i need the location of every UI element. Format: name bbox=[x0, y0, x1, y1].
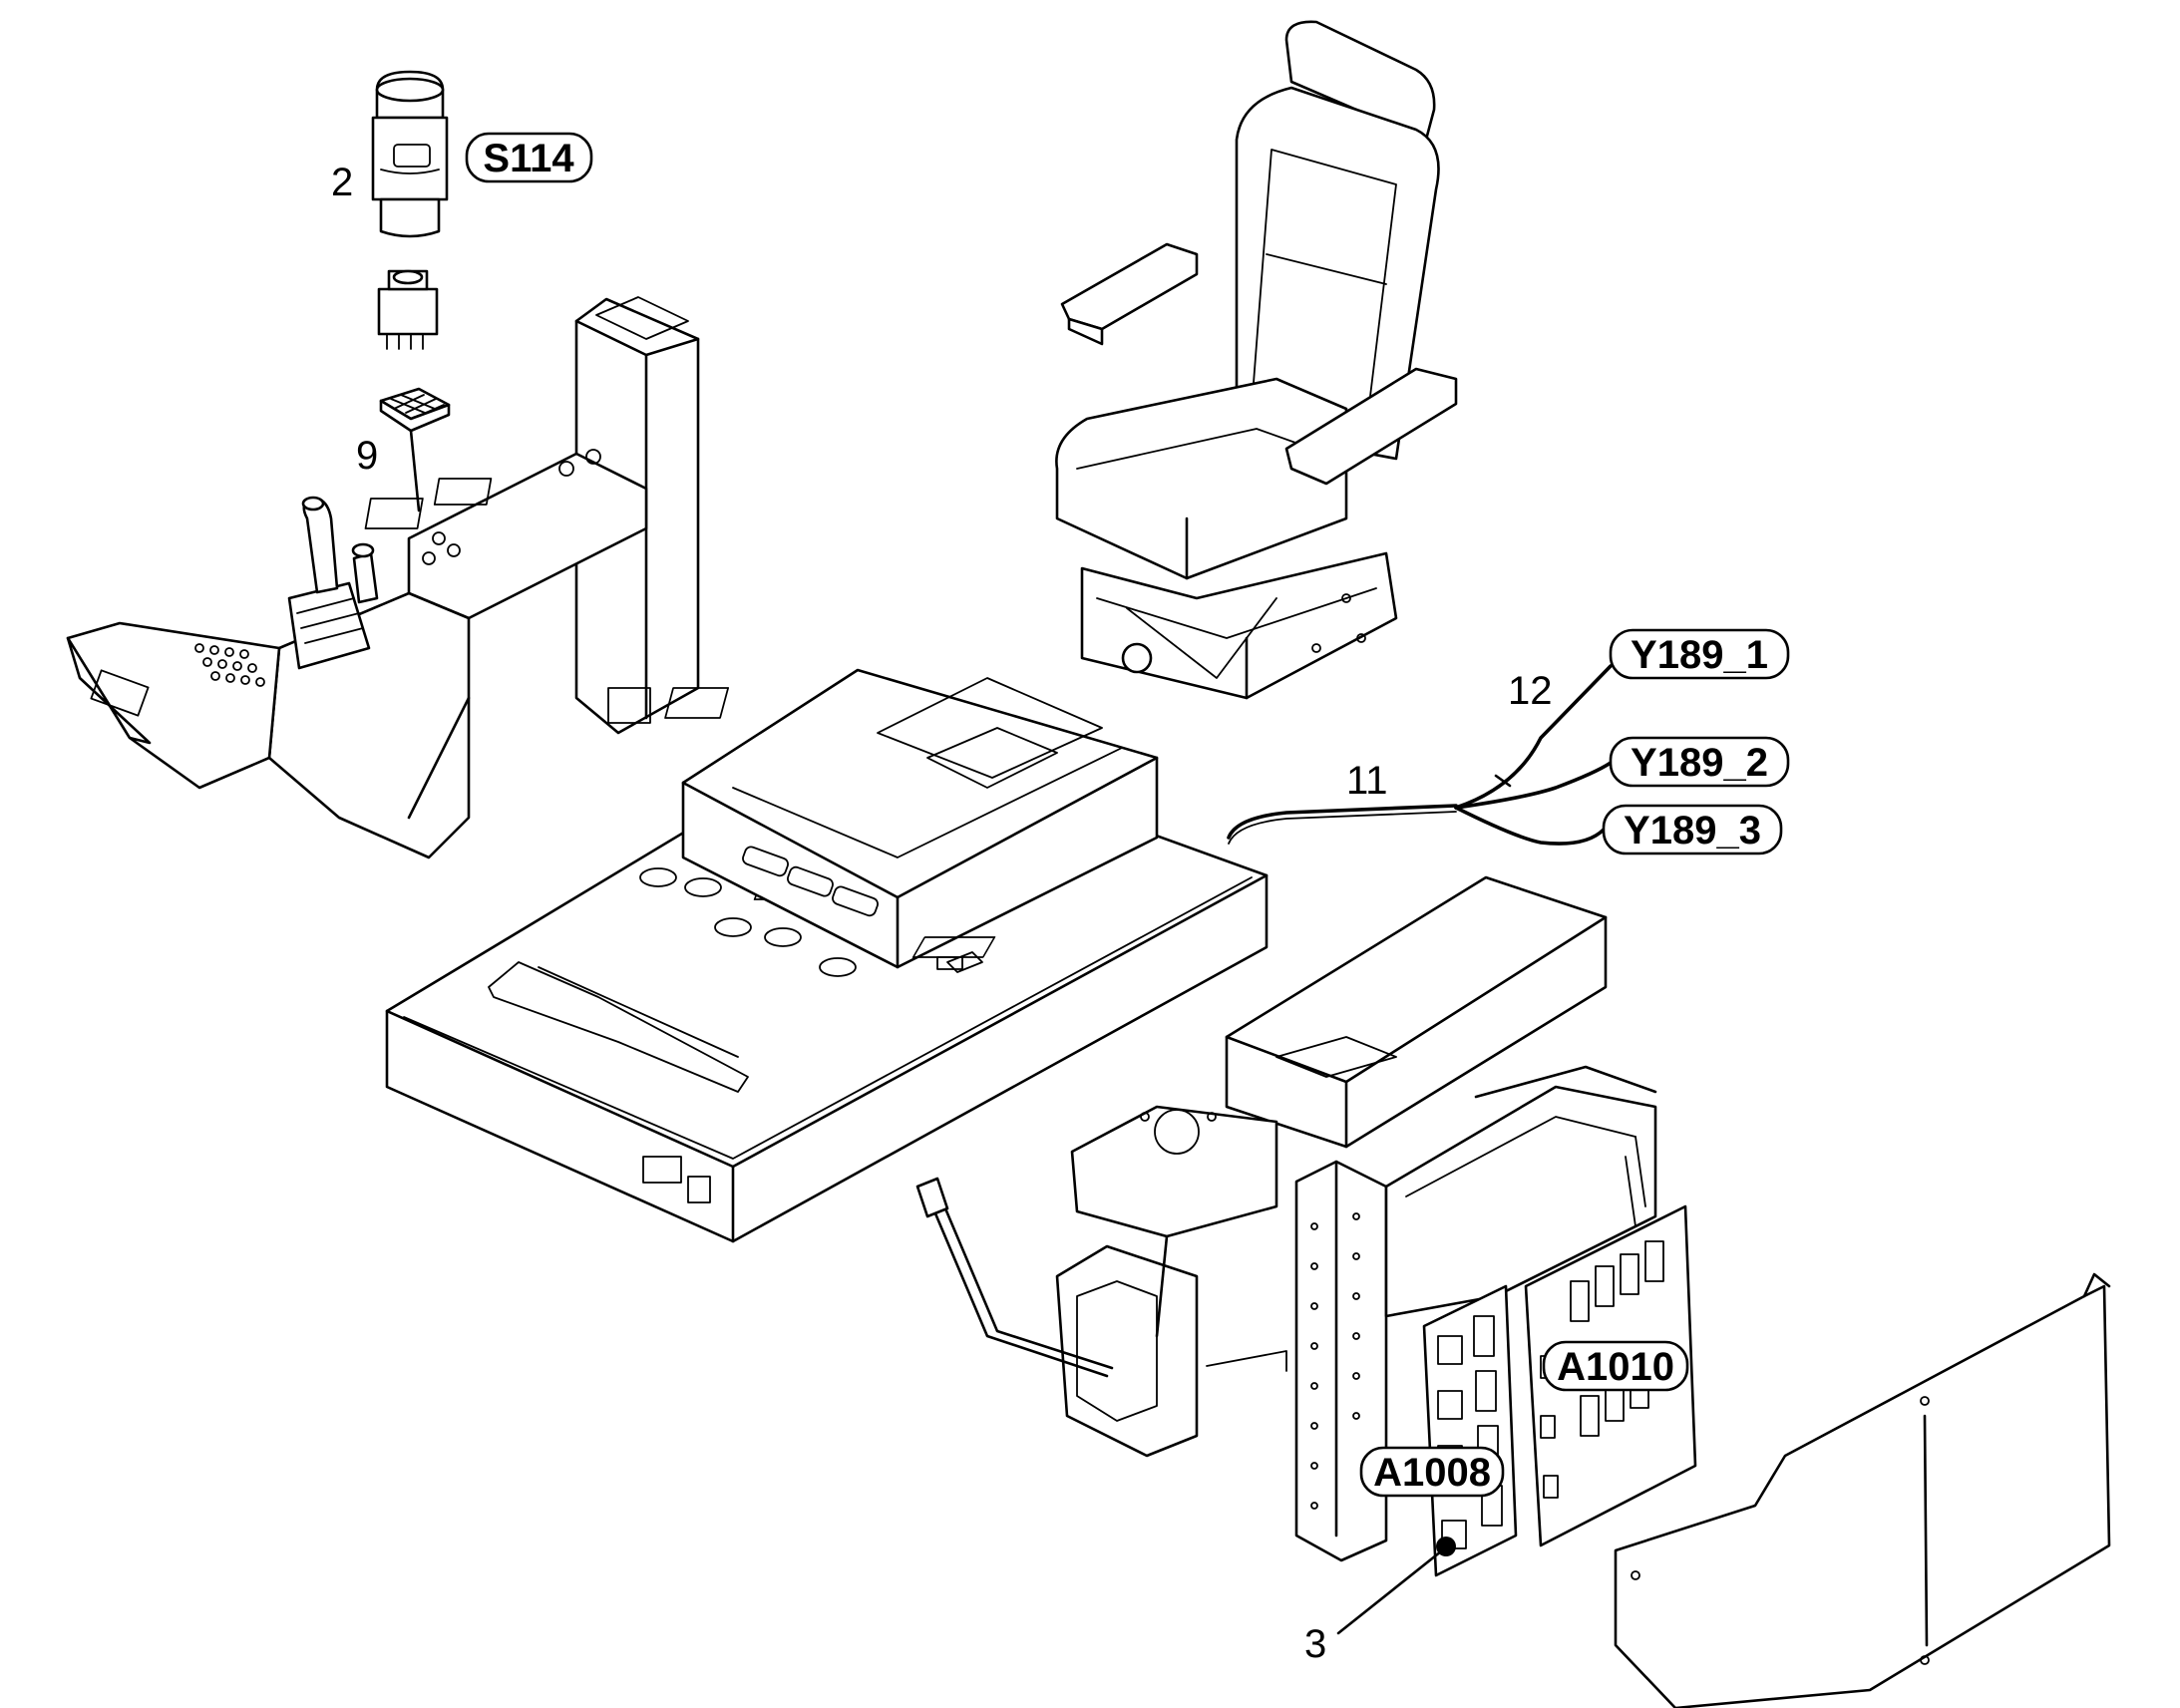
left-control-console[interactable] bbox=[66, 296, 700, 859]
joystick[interactable] bbox=[287, 496, 371, 670]
throttle-lever[interactable] bbox=[915, 1177, 1114, 1378]
connector-plug[interactable] bbox=[379, 387, 451, 512]
relay-socket[interactable] bbox=[377, 269, 439, 350]
callout-y189-1-label: Y189_1 bbox=[1631, 633, 1768, 677]
circuit-board-a1008[interactable] bbox=[1422, 1284, 1518, 1577]
center-storage-box[interactable] bbox=[664, 668, 1159, 970]
callout-y189-3[interactable]: Y189_3 bbox=[1602, 804, 1783, 855]
callout-y189-1[interactable]: Y189_1 bbox=[1609, 628, 1790, 680]
callout-y189-2-label: Y189_2 bbox=[1631, 741, 1768, 785]
item-number-11: 11 bbox=[1346, 759, 1388, 803]
callout-y189-3-label: Y189_3 bbox=[1624, 809, 1761, 853]
switch-s114[interactable] bbox=[371, 70, 449, 238]
side-cover-panel[interactable] bbox=[1614, 1272, 2111, 1708]
callout-s114-label: S114 bbox=[483, 137, 574, 180]
item-number-9: 9 bbox=[356, 434, 378, 478]
right-control-console[interactable] bbox=[911, 875, 1608, 1458]
wiring-harness[interactable] bbox=[1227, 664, 1613, 846]
callout-a1008[interactable]: A1008 bbox=[1359, 1446, 1505, 1498]
leader-line-item-3 bbox=[1336, 1545, 1448, 1635]
callout-s114[interactable]: S114 bbox=[465, 132, 593, 183]
callout-a1008-label: A1008 bbox=[1373, 1451, 1491, 1495]
item-number-12: 12 bbox=[1508, 669, 1553, 713]
operator-seat[interactable] bbox=[1055, 20, 1458, 700]
callout-a1010-label: A1010 bbox=[1557, 1345, 1674, 1389]
small-lever[interactable] bbox=[351, 542, 379, 604]
callout-a1010[interactable]: A1010 bbox=[1542, 1340, 1689, 1392]
vent-grille bbox=[194, 643, 265, 687]
item-number-2: 2 bbox=[331, 161, 353, 204]
item-number-3: 3 bbox=[1304, 1622, 1326, 1666]
callout-y189-2[interactable]: Y189_2 bbox=[1609, 736, 1790, 788]
